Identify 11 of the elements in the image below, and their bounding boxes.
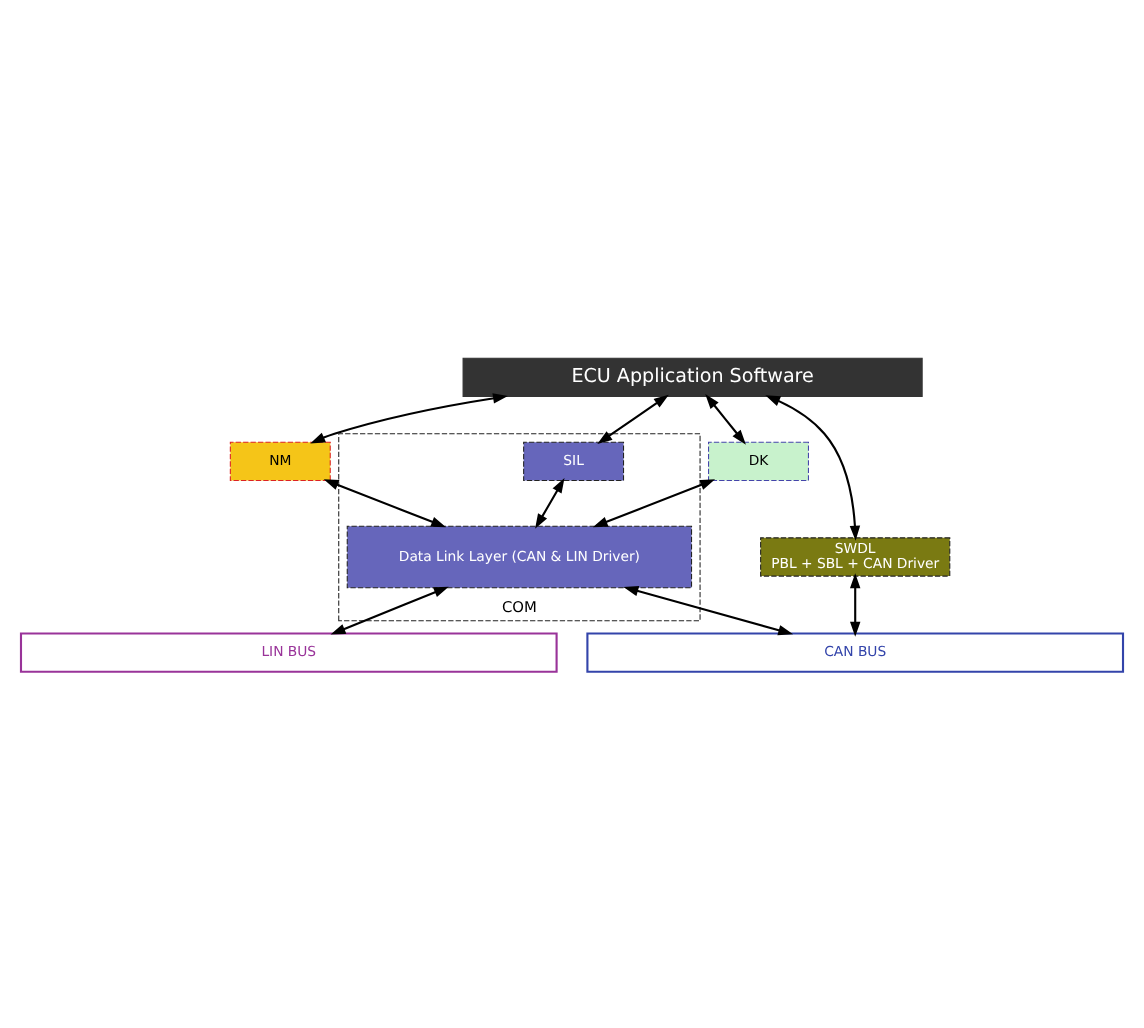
arrow — [535, 477, 565, 528]
arrow — [323, 478, 447, 527]
arrow — [592, 478, 716, 527]
node-box: ECU Application Software — [462, 356, 923, 397]
arrow — [765, 394, 861, 540]
arrow — [310, 392, 508, 443]
arrow — [623, 585, 794, 635]
arrow — [330, 585, 449, 634]
arrow — [850, 572, 861, 636]
arrow — [597, 393, 669, 443]
arrow — [705, 393, 746, 444]
